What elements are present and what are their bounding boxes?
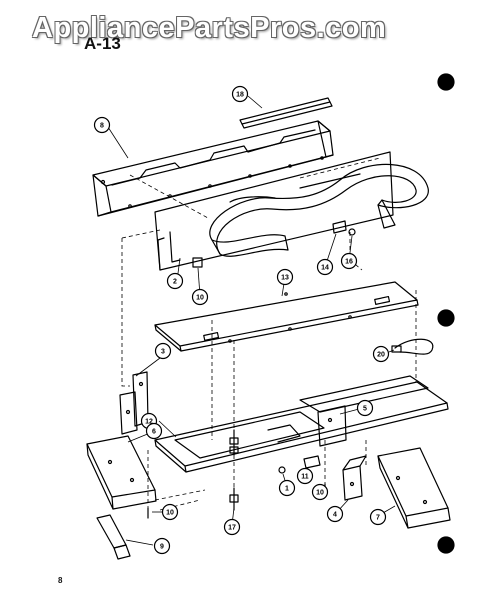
part-16-screw (348, 228, 356, 236)
callout-4: 4 (326, 505, 344, 523)
part-8-control-panel-frame (92, 120, 334, 217)
svg-text:7: 7 (376, 515, 380, 522)
callout-labels: 18 8 2 10 13 14 16 20 3 12 5 6 11 1 10 4… (93, 85, 390, 555)
svg-text:10: 10 (316, 490, 324, 497)
svg-text:10: 10 (196, 295, 204, 302)
svg-text:11: 11 (301, 474, 309, 481)
callout-8-top: 8 (93, 116, 111, 134)
part-6-left-rail (86, 435, 157, 510)
svg-text:14: 14 (321, 265, 329, 272)
callout-10-b: 10 (311, 483, 329, 501)
part-7-right-rail (377, 447, 451, 529)
binder-hole-bottom (437, 536, 455, 554)
callout-16: 16 (340, 252, 358, 270)
callout-5: 5 (356, 399, 374, 417)
svg-text:10: 10 (166, 510, 174, 517)
svg-text:3: 3 (161, 349, 165, 356)
svg-text:6: 6 (152, 429, 156, 436)
part-2-backing-plate (154, 151, 394, 271)
callout-7: 7 (369, 508, 387, 526)
part-20-wire-harness (391, 338, 434, 355)
callout-13: 13 (276, 268, 294, 286)
svg-text:13: 13 (281, 275, 289, 282)
callout-9: 9 (153, 537, 171, 555)
ribbon-cable (209, 163, 429, 257)
page-number: 8 (58, 576, 63, 585)
callout-6: 6 (145, 422, 163, 440)
callout-17: 17 (223, 518, 241, 536)
callout-11: 11 (296, 467, 314, 485)
part-4-bracket (342, 455, 367, 501)
callout-10-a: 10 (191, 288, 209, 306)
callout-14: 14 (316, 258, 334, 276)
binder-hole-top (437, 73, 455, 91)
svg-text:2: 2 (173, 279, 177, 286)
svg-text:4: 4 (333, 512, 337, 519)
svg-text:17: 17 (228, 525, 236, 532)
svg-text:8: 8 (100, 123, 104, 130)
svg-text:1: 1 (285, 486, 289, 493)
svg-text:12: 12 (145, 419, 153, 426)
part-18-trim-strip (239, 97, 333, 129)
part-10-clip (192, 257, 203, 268)
callout-20: 20 (372, 345, 390, 363)
svg-text:9: 9 (160, 544, 164, 551)
callout-1: 1 (278, 479, 296, 497)
svg-text:16: 16 (345, 259, 353, 266)
callout-2: 2 (166, 272, 184, 290)
part-12-base-plate (154, 375, 449, 473)
svg-text:5: 5 (363, 406, 367, 413)
callout-18: 18 (231, 85, 249, 103)
callout-10-c: 10 (161, 503, 179, 521)
part-5-mounting-bracket (317, 405, 347, 447)
svg-text:20: 20 (377, 352, 385, 359)
assembly-lines (121, 157, 417, 511)
part-1-grommet (278, 466, 286, 474)
page-code: A-13 (84, 34, 121, 53)
callout-3: 3 (154, 342, 172, 360)
part-14-bracket (332, 220, 347, 234)
watermark: AppliancePartsPros.com (32, 12, 387, 44)
binder-hole-middle (437, 309, 455, 327)
svg-text:18: 18 (236, 92, 244, 99)
part-17-screw-stack (229, 429, 239, 511)
leader-lines (107, 95, 396, 546)
part-11-clamp (303, 455, 321, 469)
part-9-bottom-bracket (96, 514, 131, 560)
part-13-control-board (154, 281, 419, 352)
